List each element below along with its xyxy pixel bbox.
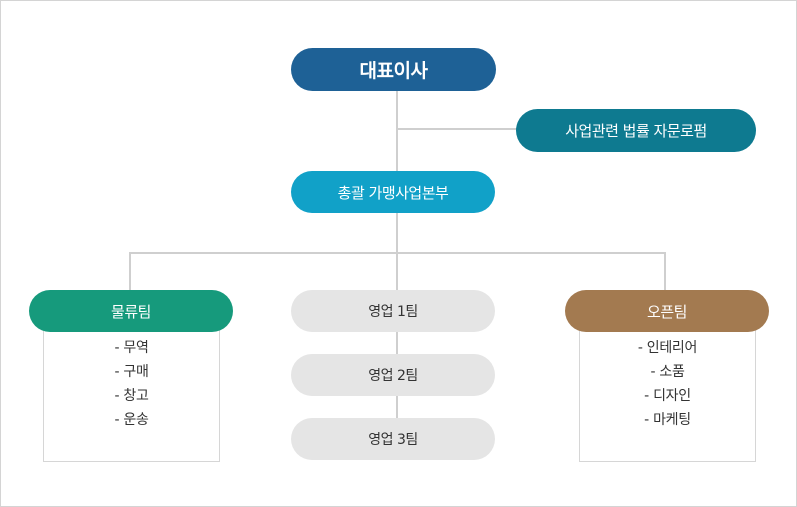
list-item: - 마케팅 bbox=[644, 412, 691, 428]
open-team-box: - 인테리어 - 소품 - 디자인 - 마케팅 bbox=[579, 321, 756, 462]
connector-center-drop bbox=[396, 253, 398, 427]
open-team-list: - 인테리어 - 소품 - 디자인 - 마케팅 bbox=[580, 336, 755, 432]
list-item: - 디자인 bbox=[644, 388, 691, 404]
open-team-node: 오픈팀 bbox=[565, 290, 769, 332]
logistics-box: - 무역 - 구매 - 창고 - 운송 bbox=[43, 321, 220, 462]
list-item: - 인테리어 bbox=[637, 340, 698, 356]
sales-team-1-node: 영업 1팀 bbox=[291, 290, 495, 332]
list-item: - 무역 bbox=[114, 340, 149, 356]
connector-ceo-to-hq bbox=[396, 89, 398, 171]
connector-hq-down bbox=[396, 211, 398, 253]
connector-right-drop bbox=[664, 252, 666, 292]
connector-to-legal bbox=[397, 128, 517, 130]
legal-node: 사업관련 법률 자문로펌 bbox=[516, 109, 756, 152]
sales-team-3-node: 영업 3팀 bbox=[291, 418, 495, 460]
ceo-node: 대표이사 bbox=[291, 48, 496, 91]
connector-left-drop bbox=[129, 252, 131, 292]
logistics-list: - 무역 - 구매 - 창고 - 운송 bbox=[44, 336, 219, 432]
sales-team-2-node: 영업 2팀 bbox=[291, 354, 495, 396]
list-item: - 운송 bbox=[114, 412, 149, 428]
list-item: - 창고 bbox=[114, 388, 149, 404]
hq-node: 총괄 가맹사업본부 bbox=[291, 171, 495, 213]
logistics-team-node: 물류팀 bbox=[29, 290, 233, 332]
list-item: - 구매 bbox=[114, 364, 149, 380]
list-item: - 소품 bbox=[650, 364, 685, 380]
